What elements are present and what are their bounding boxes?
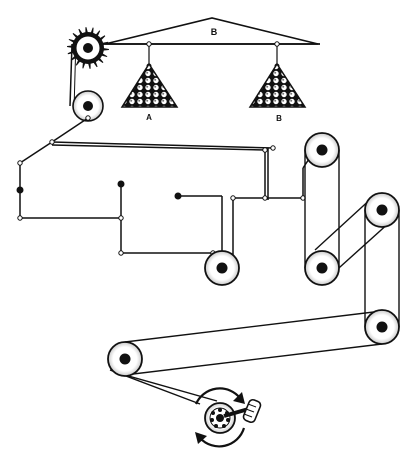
- crank-handle-icon: [223, 398, 262, 424]
- pivot-points: [16, 180, 182, 200]
- pulley-right-middle: [304, 250, 340, 286]
- weight-pile-b: B: [248, 41, 307, 123]
- gear-belt: [69, 37, 77, 111]
- pulley-center: [204, 250, 240, 286]
- crank-assembly: [194, 387, 262, 448]
- rod-linkage: [19, 117, 316, 261]
- pile-a-label: A: [146, 113, 152, 122]
- pulley-right-top: [304, 132, 340, 168]
- pulley-bottom-left: [107, 341, 143, 377]
- pulley-belts: [109, 150, 400, 405]
- gear-icon: [67, 27, 109, 69]
- beam-label: B: [211, 27, 218, 37]
- pulley-far-right-bottom: [364, 309, 400, 345]
- bearing-balls: [210, 408, 230, 428]
- small-pulley: [72, 90, 104, 122]
- balance-beam: B: [100, 17, 320, 45]
- weight-pile-a: A: [120, 41, 179, 122]
- pulley-far-right-top: [364, 192, 400, 228]
- rotation-arrows-icon: [194, 387, 246, 448]
- pile-b-label: B: [276, 114, 282, 123]
